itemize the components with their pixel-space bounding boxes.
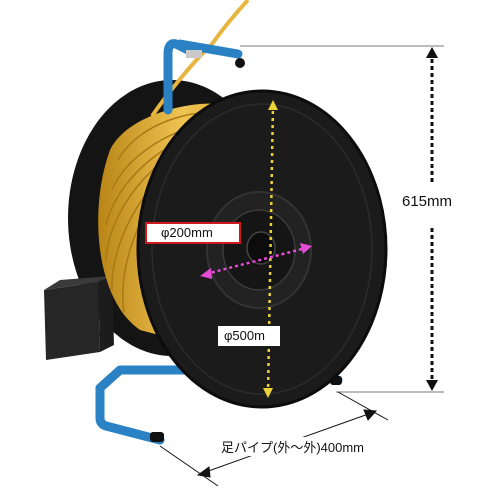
foot-cap xyxy=(150,432,164,442)
flange-ring xyxy=(151,103,373,395)
outer-diameter-marker xyxy=(263,100,278,398)
feed-guide xyxy=(186,50,202,58)
side-storage-box xyxy=(44,276,114,360)
height-dimension xyxy=(240,45,444,393)
inner-diameter-label: φ200mm xyxy=(145,222,241,244)
hub-core xyxy=(246,231,276,265)
height-label: 615mm xyxy=(402,193,453,210)
base-pipe-label: 足パイプ(外～外)400mm xyxy=(219,437,367,456)
inner-diameter-marker xyxy=(200,243,312,279)
outer-diameter-label: φ500m xyxy=(218,326,280,346)
frame-cap xyxy=(235,58,245,68)
